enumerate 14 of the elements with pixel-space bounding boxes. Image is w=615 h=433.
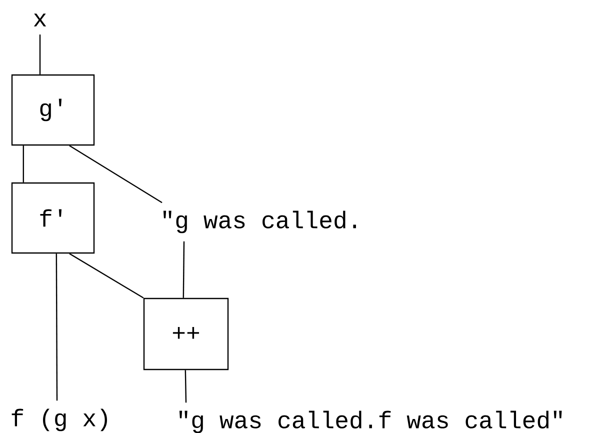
box: f′ xyxy=(11,182,95,254)
connector-line xyxy=(22,146,24,182)
text-label: "g was called. xyxy=(163,210,356,234)
connector-line xyxy=(56,254,58,401)
connector-line xyxy=(69,145,162,204)
connector-line xyxy=(184,370,187,403)
connector-line xyxy=(182,241,185,298)
connector-line xyxy=(39,34,41,74)
box: ++ xyxy=(143,298,229,370)
text-label: x xyxy=(34,14,46,26)
connector-line xyxy=(69,253,144,298)
box: g′ xyxy=(11,74,95,146)
text-label: f (g x) xyxy=(12,408,107,432)
text-label: "g was called.f was called" xyxy=(179,410,562,433)
